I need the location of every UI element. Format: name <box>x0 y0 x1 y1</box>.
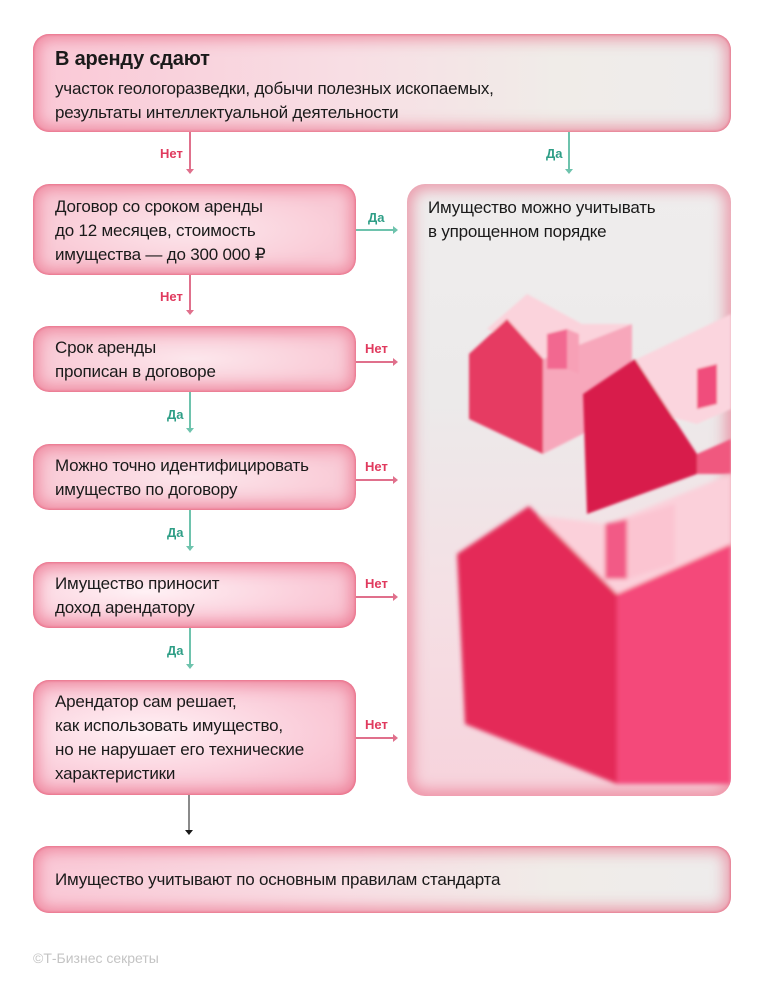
header-box: В аренду сдают участок геологоразведки, … <box>33 34 731 132</box>
step-5-line-1: Арендатор сам решает, <box>55 692 237 711</box>
label-no: Нет <box>160 289 183 304</box>
connector-header-to-panel <box>568 132 570 170</box>
step-3-line-2: имущество по договору <box>55 480 238 499</box>
header-title: В аренду сдают <box>55 48 210 70</box>
panel-line-1: Имущество можно учитывать <box>428 198 656 217</box>
copyright: ©Т-Бизнес секреты <box>33 950 159 966</box>
step-4-line-2: доход арендатору <box>55 598 195 617</box>
label-yes: Да <box>167 643 184 658</box>
step-box-4: Имущество приносит доход арендатору <box>33 562 356 628</box>
connector-step5-to-panel <box>356 737 394 739</box>
label-no: Нет <box>365 576 388 591</box>
arrow-down-icon <box>565 169 573 174</box>
label-yes: Да <box>167 407 184 422</box>
step-box-2: Срок аренды прописан в договоре <box>33 326 356 392</box>
step-5-line-4: характеристики <box>55 764 176 783</box>
header-line-1: участок геологоразведки, добычи полезных… <box>55 79 494 98</box>
connector-step3-to-panel <box>356 479 394 481</box>
arrow-right-icon <box>393 734 398 742</box>
step-box-1: Договор со сроком аренды до 12 месяцев, … <box>33 184 356 275</box>
label-yes: Да <box>167 525 184 540</box>
simplified-accounting-panel: Имущество можно учитывать в упрощенном п… <box>407 184 731 796</box>
connector-step2-to-step3 <box>189 392 191 429</box>
connector-step4-to-panel <box>356 596 394 598</box>
label-no: Нет <box>365 341 388 356</box>
label-no: Нет <box>160 146 183 161</box>
connector-step5-to-result <box>188 795 190 831</box>
label-yes: Да <box>546 146 563 161</box>
connector-step3-to-step4 <box>189 510 191 547</box>
step-2-line-2: прописан в договоре <box>55 362 216 381</box>
connector-step1-to-step2 <box>189 275 191 311</box>
arrow-down-icon <box>186 428 194 433</box>
header-line-2: результаты интеллектуальной деятельности <box>55 103 399 122</box>
panel-line-2: в упрощенном порядке <box>428 222 607 241</box>
step-4-line-1: Имущество приносит <box>55 574 220 593</box>
connector-header-to-step1 <box>189 132 191 170</box>
arrow-down-icon <box>186 664 194 669</box>
step-5-line-2: как использовать имущество, <box>55 716 283 735</box>
step-1-line-1: Договор со сроком аренды <box>55 197 263 216</box>
arrow-down-icon <box>186 169 194 174</box>
arrow-down-icon <box>185 830 193 835</box>
arrow-right-icon <box>393 593 398 601</box>
arrow-right-icon <box>393 358 398 366</box>
label-no: Нет <box>365 717 388 732</box>
step-1-line-3: имущества — до 300 000 ₽ <box>55 245 266 264</box>
connector-step2-to-panel <box>356 361 394 363</box>
step-5-line-3: но не нарушает его технические <box>55 740 304 759</box>
arrow-down-icon <box>186 546 194 551</box>
houses-illustration-icon <box>457 294 731 784</box>
result-box: Имущество учитывают по основным правилам… <box>33 846 731 913</box>
step-1-line-2: до 12 месяцев, стоимость <box>55 221 256 240</box>
arrow-down-icon <box>186 310 194 315</box>
step-box-3: Можно точно идентифицировать имущество п… <box>33 444 356 510</box>
connector-step1-to-panel <box>356 229 394 231</box>
step-2-line-1: Срок аренды <box>55 338 157 357</box>
label-no: Нет <box>365 459 388 474</box>
arrow-right-icon <box>393 476 398 484</box>
arrow-right-icon <box>393 226 398 234</box>
result-text: Имущество учитывают по основным правилам… <box>55 870 501 889</box>
step-box-5: Арендатор сам решает, как использовать и… <box>33 680 356 795</box>
step-3-line-1: Можно точно идентифицировать <box>55 456 309 475</box>
connector-step4-to-step5 <box>189 628 191 665</box>
label-yes: Да <box>368 210 385 225</box>
